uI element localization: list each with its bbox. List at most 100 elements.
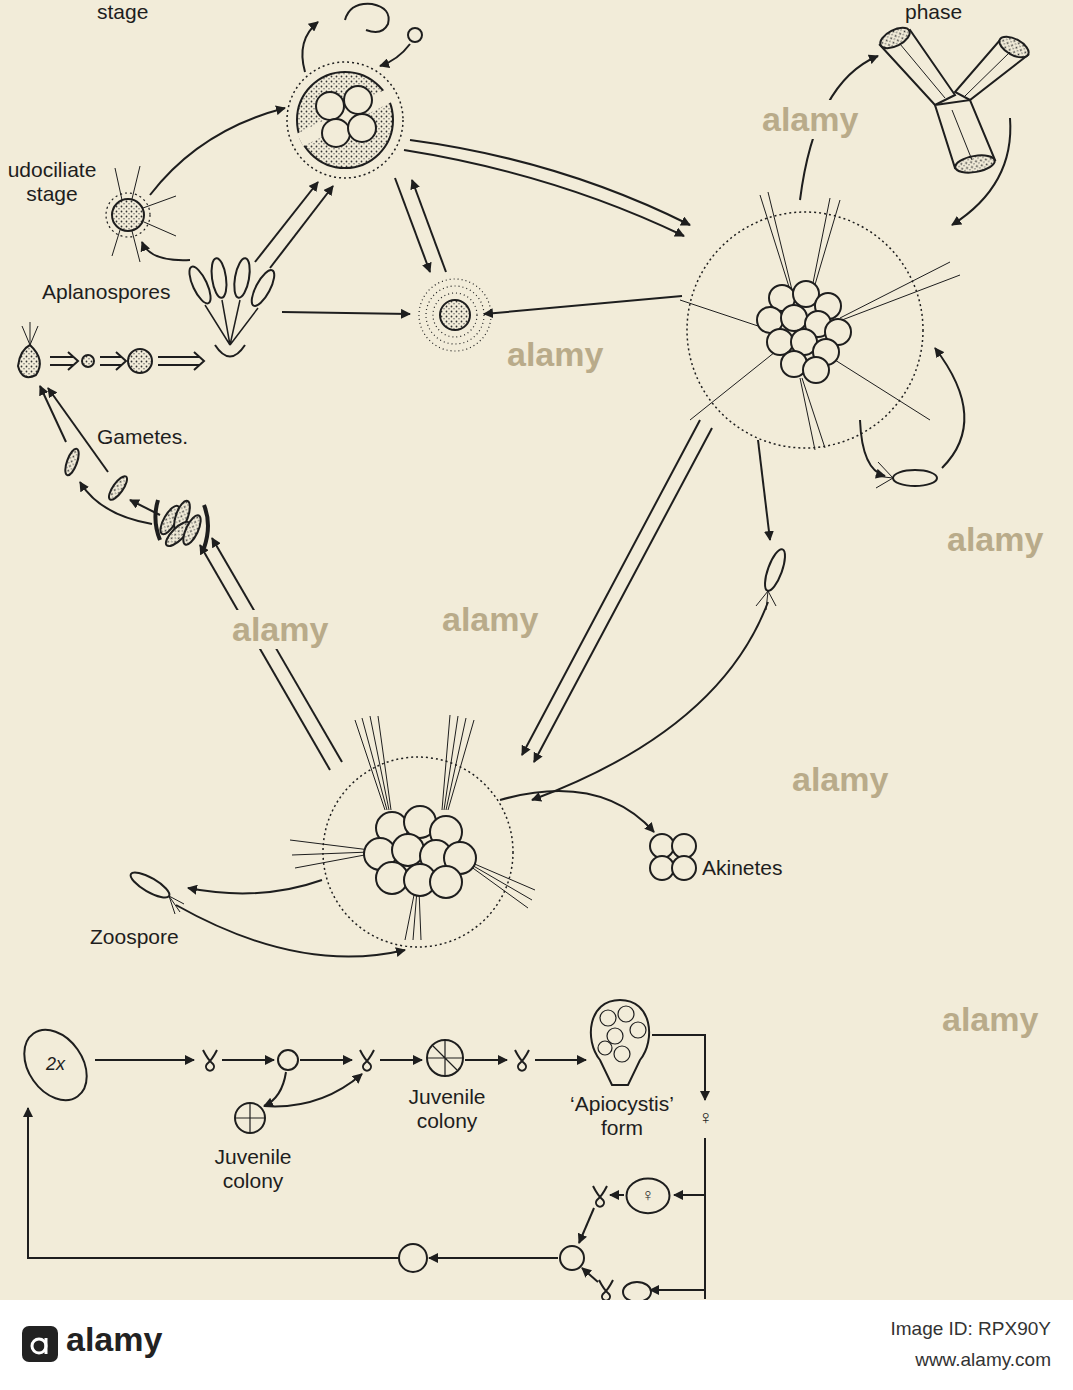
cycle-chart-arrow [300,1059,352,1061]
cycle-chart-stage [235,1103,265,1133]
cycle-chart-arrow [264,1072,286,1106]
motile-colony [290,715,535,947]
stage-label: Zoospore [88,925,181,949]
gametes [63,447,208,549]
cycle-chart-stage [593,1186,607,1207]
aplanospore-cluster [185,264,215,306]
cycle-chart-stage [560,1246,584,1270]
watermark: alamy [440,600,540,639]
motile-colony [781,305,807,331]
resting-cell [433,293,477,337]
cycle-arrow [142,242,190,260]
cycle-arrow [500,791,654,832]
cycle-chart-stage [427,1040,463,1076]
watermark: alamy [505,335,605,374]
cycle-arrow [40,22,1010,957]
spherical-colony [348,114,376,142]
stock-bar [45,1338,48,1354]
cycle-arrow [255,182,318,262]
spherical-colony [297,72,393,168]
cycle-arrow [150,108,285,195]
stage-label: Gametes. [95,425,190,449]
cycle-chart-arrow [28,1108,399,1258]
pseudociliate-cell [106,193,150,237]
node-outline [11,1018,99,1112]
node-outline [627,1179,670,1214]
cycle-arrow [484,296,682,314]
stage-label: Juvenile colony [206,1145,300,1193]
cycle-chart-arrow [380,1059,422,1061]
cycle-arrow [534,428,712,762]
cycle-chart-arrow [610,1194,624,1196]
gametes [180,513,204,547]
cycle-arrow [200,545,330,770]
cycle-chart-stage [630,1022,646,1038]
watermark: alamy [940,1000,1040,1039]
cycle-chart-stage [427,1040,463,1076]
aplanospore-cluster [205,300,258,345]
gametes [106,474,130,503]
zoospore [875,462,893,488]
cycle-arrow [522,420,700,755]
aplanospore-cluster [232,257,253,299]
palmelloid-phase [954,153,996,176]
gametes [63,447,82,477]
cycle-arrow [282,312,410,314]
watermark: alamy [790,760,890,799]
cycle-chart-stage [235,1103,265,1133]
cycle-chart-arrow [264,1074,362,1106]
stock-bar [0,1300,1073,1390]
cycle-chart-arrow [704,1138,706,1299]
zoospore [761,547,789,593]
cell-stage [345,4,389,32]
zoospore [127,462,937,914]
cycle-arrow [410,140,690,225]
cycle-chart-arrow [465,1059,507,1061]
zoospore [756,591,776,610]
stage-label: Juvenile colony [400,1085,494,1133]
spherical-colony [344,86,372,114]
motile-colony [687,212,923,448]
akinetes [650,856,674,880]
cycle-chart-stage [203,1000,651,1302]
cell-shape: ♀ [625,1177,671,1215]
aplanospore-cluster [247,267,278,309]
cycle-arrow [380,44,410,66]
cycle-chart-arrow [535,1059,586,1061]
stage-label: stage [95,0,150,24]
watermark: alamy [945,520,1045,559]
cycle-arrow [412,180,446,272]
stock-bar [22,1326,58,1362]
node-text: ♀ [641,1186,655,1206]
cell-stage [345,4,422,42]
motile-colony [680,192,960,450]
pseudociliate-cell [112,199,144,231]
cycle-arrow [188,880,322,893]
resting-cell [419,279,491,351]
stage-label: Akinetes [700,856,785,880]
cycle-arrow [176,905,405,957]
germination-row [158,352,204,370]
gametes [155,500,208,548]
watermark: alamy [760,100,860,139]
cycle-chart-stage [278,1050,298,1070]
pseudociliate-cell [106,166,176,262]
spherical-colony [316,92,344,120]
node-text: 2x [46,1055,65,1075]
zoospore [127,868,172,902]
germination-row [128,349,152,373]
cycle-chart-arrow [95,1059,194,1061]
zoospore [893,470,937,486]
aplanospore-cluster [215,345,245,357]
cycle-arrow [395,178,430,272]
life-cycle-illustration [0,4,1073,1390]
stock-bar [0,1300,1073,1390]
palmelloid-phase [877,24,913,53]
motile-colony [323,757,513,947]
cycle-chart-stage [399,1244,427,1272]
cycle-chart-arrow [579,1208,594,1243]
cycle-chart-stage [618,1006,634,1022]
cycle-chart-arrow [650,1289,705,1291]
